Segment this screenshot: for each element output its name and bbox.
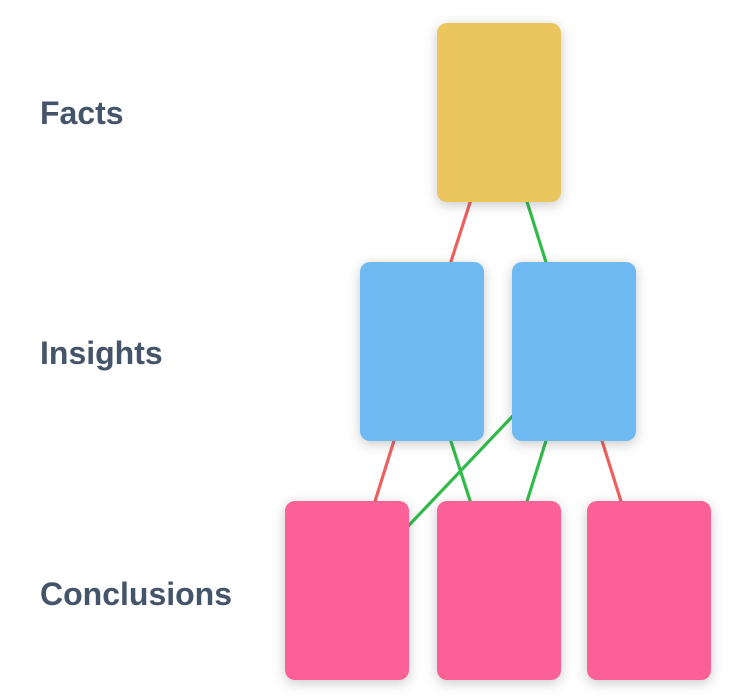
node-conclusion-2 xyxy=(437,501,561,680)
node-conclusion-3 xyxy=(587,501,711,680)
conclusions-row-label: Conclusions xyxy=(40,576,233,612)
facts-row-label: Facts xyxy=(40,95,124,131)
node-fact-1 xyxy=(437,23,561,202)
node-insight-1 xyxy=(360,262,484,441)
node-conclusion-1 xyxy=(285,501,409,680)
insights-row-label: Insights xyxy=(40,335,163,371)
node-insight-2 xyxy=(512,262,636,441)
